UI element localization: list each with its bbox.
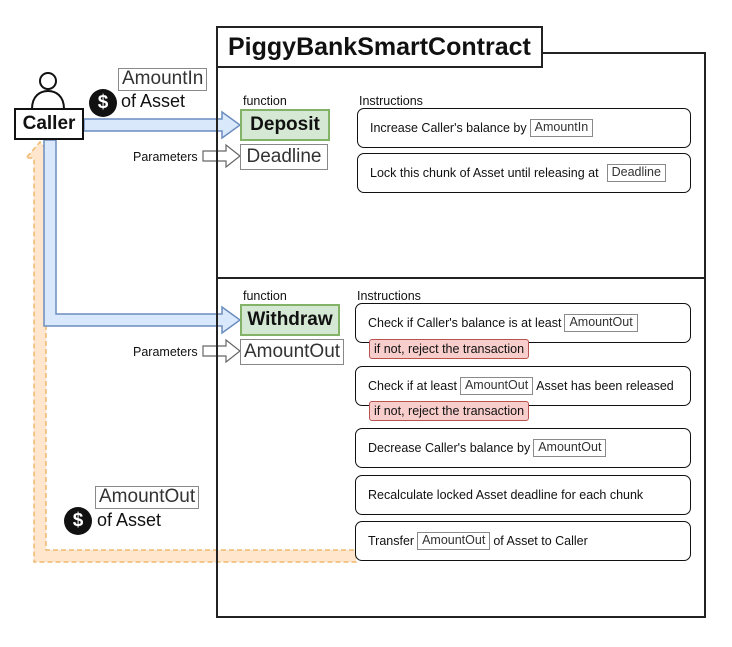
amount-out-chip: AmountOut [95,486,200,509]
caller-box: Caller [14,108,84,140]
withdraw-instruction-1: Check if Caller's balance is at least Am… [355,303,691,343]
withdraw-instruction-2: Check if at least AmountOut Asset has be… [355,366,691,406]
withdraw-function-label: function [243,289,287,303]
deposit-instruction-1: Increase Caller's balance by AmountIn [357,108,691,148]
withdraw-parameter-amountout: AmountOut [240,339,344,365]
deposit-call-arrow [83,110,242,140]
instruction-text: Transfer [368,534,415,548]
instruction-param-chip: AmountOut [564,314,638,332]
deposit-function-label: function [243,94,287,108]
instruction-param-chip: Deadline [606,164,666,182]
withdraw-instruction-3: Decrease Caller's balance by AmountOut [355,428,691,468]
deposit-parameter-arrow [202,143,241,169]
instruction-text-after: of Asset to Caller [493,534,588,548]
deposit-instruction-2: Lock this chunk of Asset until releasing… [357,153,691,193]
withdraw-instruction-5: Transfer AmountOut of Asset to Caller [355,521,691,561]
withdraw-instruction-4: Recalculate locked Asset deadline for ea… [355,475,691,515]
reject-note-1: if not, reject the transaction [369,339,530,359]
contract-divider [216,277,706,279]
instruction-text: Check if at least [368,379,457,393]
dollar-icon: $ [64,507,92,535]
contract-title: PiggyBankSmartContract [216,26,543,68]
instruction-text: Decrease Caller's balance by [368,441,531,455]
withdraw-function: Withdraw [240,304,340,336]
amount-in-chip: AmountIn [118,68,208,91]
deposit-parameter-deadline: Deadline [240,144,328,170]
instruction-text: Lock this chunk of Asset until releasing… [370,166,599,180]
deposit-function: Deposit [240,109,330,141]
deposit-parameters-label: Parameters [133,150,198,164]
deposit-instructions-label: Instructions [359,94,423,108]
return-arrow [24,140,357,563]
withdraw-call-arrow [43,139,242,335]
instruction-param-chip: AmountOut [417,532,491,550]
instruction-text-after: Asset has been released [536,379,674,393]
dollar-icon: $ [89,89,117,117]
instruction-param-chip: AmountOut [533,439,607,457]
instruction-param-chip: AmountOut [459,377,534,395]
withdraw-parameters-label: Parameters [133,345,198,359]
reject-note-2: if not, reject the transaction [369,401,530,421]
withdraw-parameter-arrow [202,338,241,364]
instruction-text: Increase Caller's balance by [370,121,527,135]
deposit-asset-label: of Asset [121,91,186,111]
user-icon [31,72,65,110]
withdraw-asset-label: of Asset [97,510,162,530]
withdraw-instructions-label: Instructions [357,289,421,303]
instruction-param-chip: AmountIn [529,119,594,137]
instruction-text: Recalculate locked Asset deadline for ea… [368,488,644,502]
instruction-text: Check if Caller's balance is at least [368,316,562,330]
